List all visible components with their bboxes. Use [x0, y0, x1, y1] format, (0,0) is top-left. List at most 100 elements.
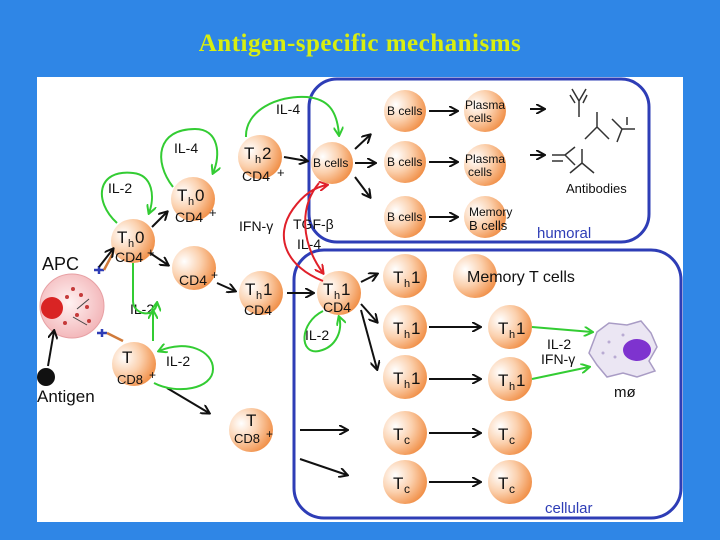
svg-text:c: c	[404, 482, 410, 496]
svg-text:B cells: B cells	[469, 218, 508, 233]
plasma-cell-top: Plasma cells	[464, 90, 506, 132]
svg-text:h: h	[509, 329, 515, 341]
svg-text:CD8: CD8	[117, 372, 143, 387]
svg-text:T: T	[393, 474, 403, 493]
svg-text:+: +	[149, 368, 156, 382]
svg-text:Memory T cells: Memory T cells	[467, 269, 575, 286]
green-arrows	[101, 95, 592, 391]
cellular-label: cellular	[545, 500, 593, 517]
ifn-gamma-label: IFN-γ	[239, 218, 273, 234]
b-cell-middle: B cells	[384, 141, 426, 183]
humoral-label: humoral	[537, 225, 591, 242]
svg-text:+: +	[211, 268, 218, 282]
svg-text:CD4: CD4	[242, 168, 270, 184]
th2-cell: T h 2 CD4 +	[238, 135, 285, 184]
cellular-box	[292, 248, 683, 520]
immune-mechanism-diagram: humoral cellular APC Antigen T h 0 CD4 +…	[37, 77, 683, 522]
tc-cell-4: T c	[488, 460, 532, 504]
slide-title: Antigen-specific mechanisms	[198, 30, 522, 57]
svg-text:T: T	[122, 348, 132, 367]
mhc-receptor-top	[94, 266, 104, 274]
th0-cell-upper: T h 0 CD4 +	[171, 177, 217, 225]
svg-text:c: c	[509, 482, 515, 496]
svg-text:T: T	[393, 425, 403, 444]
svg-text:T: T	[117, 228, 127, 247]
ifn-mac-label: IFN-γ	[541, 351, 575, 367]
b-cell-bottom: B cells	[384, 196, 426, 238]
svg-text:1: 1	[263, 280, 272, 299]
svg-text:h: h	[404, 379, 410, 391]
th1-cell-c1: T h 1	[383, 254, 427, 298]
svg-text:B cells: B cells	[313, 156, 348, 170]
svg-text:T: T	[498, 474, 508, 493]
svg-text:h: h	[255, 154, 261, 166]
svg-text:Plasma: Plasma	[465, 152, 505, 166]
svg-text:Memory: Memory	[469, 205, 512, 219]
svg-text:h: h	[128, 238, 134, 250]
svg-text:CD4: CD4	[175, 209, 203, 225]
svg-text:h: h	[404, 329, 410, 341]
svg-text:T: T	[246, 411, 256, 430]
macrophage-label: mø	[614, 384, 636, 401]
svg-text:B cells: B cells	[387, 155, 422, 169]
svg-text:1: 1	[411, 319, 420, 338]
il2-mac-label: IL-2	[547, 336, 571, 352]
svg-text:CD8: CD8	[234, 431, 260, 446]
svg-text:h: h	[334, 290, 340, 302]
apc-cell	[39, 273, 105, 339]
antibodies-label: Antibodies	[566, 181, 627, 196]
svg-text:1: 1	[516, 371, 525, 390]
svg-text:1: 1	[516, 319, 525, 338]
svg-text:1: 1	[341, 280, 350, 299]
svg-text:cells: cells	[468, 165, 492, 179]
th1-cell-c3: T h 1	[488, 305, 532, 349]
t-cd8-cell-left: T CD8 +	[112, 342, 156, 387]
svg-text:T: T	[323, 280, 333, 299]
black-arrows	[98, 109, 544, 482]
b-cell-center: B cells	[311, 142, 353, 184]
svg-text:0: 0	[135, 228, 144, 247]
svg-text:c: c	[404, 433, 410, 447]
th1-cell-middle: T h 1 CD4	[239, 271, 283, 318]
plasma-cell-middle: Plasma cells	[464, 144, 506, 186]
svg-text:T: T	[498, 425, 508, 444]
svg-text:CD4: CD4	[244, 302, 272, 318]
memory-t-cell: Memory T cells	[453, 254, 575, 298]
svg-text:T: T	[498, 371, 508, 390]
svg-text:c: c	[509, 433, 515, 447]
il2-th1-label: IL-2	[305, 327, 329, 343]
svg-text:0: 0	[195, 186, 204, 205]
svg-text:CD4: CD4	[115, 249, 143, 265]
svg-text:CD4: CD4	[179, 272, 207, 288]
svg-text:CD4: CD4	[323, 299, 351, 315]
mhc-receptor-bottom	[97, 329, 107, 337]
svg-text:T: T	[245, 280, 255, 299]
antigen-label: Antigen	[37, 387, 95, 406]
il4-left-label: IL-4	[174, 140, 198, 156]
svg-text:h: h	[188, 196, 194, 208]
cd4-cell: CD4 +	[172, 246, 218, 290]
th1-cell-c5: T h 1	[488, 357, 532, 401]
tc-cell-3: T c	[383, 460, 427, 504]
macrophage-cell	[588, 320, 658, 378]
svg-text:h: h	[256, 290, 262, 302]
antibody-icon	[552, 88, 635, 174]
svg-text:T: T	[244, 144, 254, 163]
svg-text:cells: cells	[468, 111, 492, 125]
th0-cell-lower: T h 0 CD4 +	[111, 219, 155, 265]
il4-top-label: IL-4	[276, 101, 300, 117]
tgf-beta-label: TGF-β	[293, 216, 334, 232]
apc-label: APC	[42, 254, 79, 274]
svg-text:+: +	[209, 205, 217, 220]
svg-text:T: T	[177, 186, 187, 205]
th1-cell-c2: T h 1	[383, 305, 427, 349]
svg-text:Plasma: Plasma	[465, 98, 505, 112]
antigen-particle	[37, 368, 55, 386]
svg-text:h: h	[404, 278, 410, 290]
il2-left-label: IL-2	[108, 180, 132, 196]
svg-text:+: +	[277, 165, 285, 180]
svg-text:1: 1	[411, 268, 420, 287]
b-cell-top: B cells	[384, 90, 426, 132]
svg-text:T: T	[393, 268, 403, 287]
svg-text:+: +	[266, 427, 273, 441]
